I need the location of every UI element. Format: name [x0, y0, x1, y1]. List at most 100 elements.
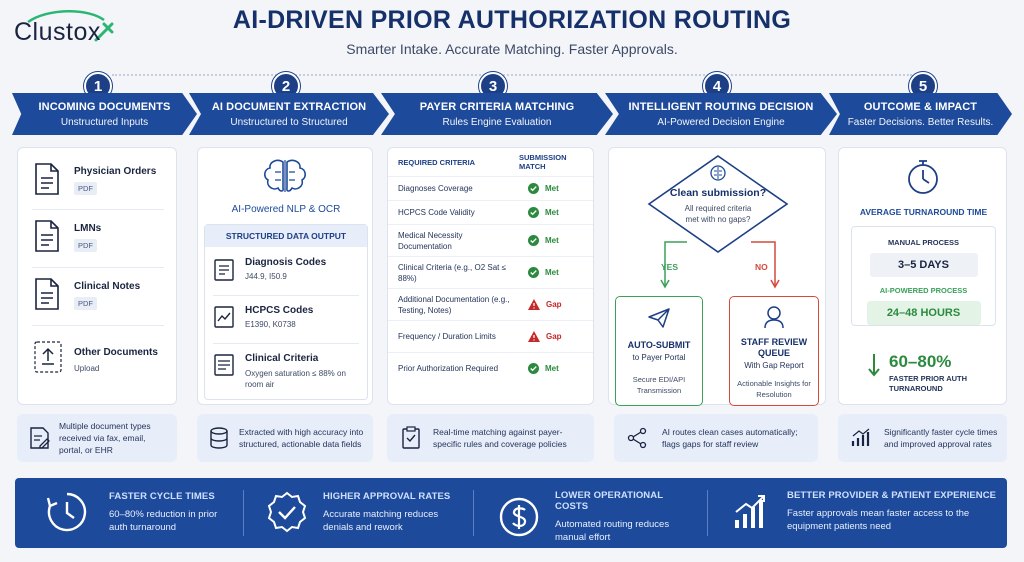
- step-title: PAYER CRITERIA MATCHING: [419, 100, 575, 113]
- incoming-info-box: Multiple document types received via fax…: [17, 414, 177, 462]
- check-circle-icon: [528, 235, 539, 246]
- divider: [32, 325, 164, 326]
- user-icon: [764, 306, 784, 329]
- status-gap: Gap: [513, 331, 593, 342]
- criteria-name: Clinical Criteria (e.g., O2 Sat ≤ 88%): [398, 262, 506, 283]
- status-gap: Gap: [513, 299, 593, 310]
- step-connector: [112, 74, 912, 76]
- bar-chart-up-icon: [851, 428, 870, 446]
- database-icon: [210, 427, 228, 449]
- criteria-row: Additional Documentation (e.g., Testing,…: [388, 288, 593, 320]
- document-edit-icon: [30, 427, 50, 449]
- divider: [213, 295, 359, 296]
- check-circle-icon: [528, 207, 539, 218]
- step-subtitle: Faster Decisions. Better Results.: [847, 116, 994, 128]
- extraction-card: AI-Powered NLP & OCR STRUCTURED DATA OUT…: [197, 147, 373, 405]
- warning-icon: [528, 299, 540, 310]
- brain-chip-icon: [264, 159, 306, 192]
- step-title: AI DOCUMENT EXTRACTION: [211, 100, 367, 113]
- document-icon: [35, 220, 59, 252]
- status-label: Gap: [546, 332, 562, 341]
- step-arrow-2: AI DOCUMENT EXTRACTION Unstructured to S…: [189, 93, 389, 135]
- clock-icon: [46, 492, 87, 532]
- auto-submit-box: AUTO-SUBMIT to Payer Portal Secure EDI/A…: [615, 296, 703, 406]
- divider: [32, 209, 164, 210]
- status-label: Met: [545, 364, 559, 373]
- step-arrow-3: PAYER CRITERIA MATCHING Rules Engine Eva…: [381, 93, 613, 135]
- criteria-row: Medical Necessity Documentation Met: [388, 224, 593, 256]
- warning-icon: [528, 331, 540, 342]
- criteria-name: Medical Necessity Documentation: [398, 230, 463, 251]
- divider: [32, 267, 164, 268]
- column-header-match: SUBMISSION MATCH: [519, 153, 567, 171]
- criteria-row: Clinical Criteria (e.g., O2 Sat ≤ 88%) Me…: [388, 256, 593, 288]
- no-label: NO: [755, 262, 768, 272]
- status-met: Met: [513, 363, 593, 374]
- column-header-criteria: REQUIRED CRITERIA: [398, 157, 476, 167]
- table-header: REQUIRED CRITERIA SUBMISSION MATCH: [388, 148, 593, 176]
- structured-output-title: STRUCTURED DATA OUTPUT: [205, 225, 367, 247]
- clipboard-icon: [214, 259, 234, 281]
- step-title: INCOMING DOCUMENTS: [38, 100, 171, 113]
- extraction-info-box: Extracted with high accuracy into struct…: [197, 414, 373, 462]
- check-circle-icon: [528, 363, 539, 374]
- status-label: Gap: [546, 300, 562, 309]
- banner-divider: [243, 490, 244, 536]
- status-label: Met: [545, 236, 559, 245]
- matching-info-box: Real-time matching against payer-specifi…: [387, 414, 594, 462]
- staff-review-box: STAFF REVIEW QUEUE With Gap Report Actio…: [729, 296, 819, 406]
- arrow-down-icon: [868, 354, 880, 377]
- brain-icon: [710, 165, 726, 181]
- stopwatch-icon: [908, 160, 938, 194]
- divider: [213, 343, 359, 344]
- clustox-logo: Clustox: [12, 10, 122, 50]
- reduction-value: 60–80%: [889, 352, 952, 371]
- paper-plane-icon: [648, 308, 670, 328]
- step-subtitle: AI-Powered Decision Engine: [657, 116, 785, 128]
- ai-process-value: 24–48 HOURS: [866, 301, 981, 325]
- status-label: Met: [545, 268, 559, 277]
- banner-divider: [473, 490, 474, 536]
- step-subtitle: Unstructured to Structured: [230, 116, 348, 128]
- document-icon: [35, 278, 59, 310]
- step-title: OUTCOME & IMPACT: [863, 100, 978, 113]
- status-met: Met: [513, 183, 593, 194]
- ai-process-label: AI-POWERED PROCESS: [879, 286, 968, 295]
- badge-check-icon: [267, 491, 307, 533]
- clipboard-check-icon: [402, 426, 420, 449]
- banner-divider: [707, 490, 708, 536]
- turnaround-comparison: MANUAL PROCESS 3–5 DAYS AI-POWERED PROCE…: [851, 226, 996, 326]
- step-title: INTELLIGENT ROUTING DECISION: [628, 100, 814, 113]
- step-arrow-4: INTELLIGENT ROUTING DECISION AI-Powered …: [605, 93, 837, 135]
- status-label: Met: [545, 208, 559, 217]
- step-subtitle: Rules Engine Evaluation: [442, 116, 552, 128]
- check-circle-icon: [528, 267, 539, 278]
- step-subtitle: Unstructured Inputs: [60, 116, 149, 128]
- growth-chart-icon: [735, 494, 765, 528]
- decision-question: Clean submission?: [669, 187, 767, 199]
- routing-network-icon: [627, 427, 647, 449]
- status-met: Met: [513, 235, 593, 246]
- dollar-icon: [499, 497, 539, 537]
- check-circle-icon: [528, 183, 539, 194]
- routing-decision-card: Clean submission? All required criteria …: [608, 147, 826, 406]
- outcome-info-box: Significantly faster cycle times and imp…: [838, 414, 1007, 462]
- manual-process-value: 3–5 DAYS: [869, 253, 978, 277]
- status-met: Met: [513, 207, 593, 218]
- chart-line-icon: [214, 306, 234, 328]
- criteria-name: Prior Authorization Required: [398, 364, 499, 373]
- status-label: Met: [545, 184, 559, 193]
- outcome-card: AVERAGE TURNAROUND TIME MANUAL PROCESS 3…: [838, 147, 1007, 405]
- page-title: AI-DRIVEN PRIOR AUTHORIZATION ROUTING: [232, 6, 792, 34]
